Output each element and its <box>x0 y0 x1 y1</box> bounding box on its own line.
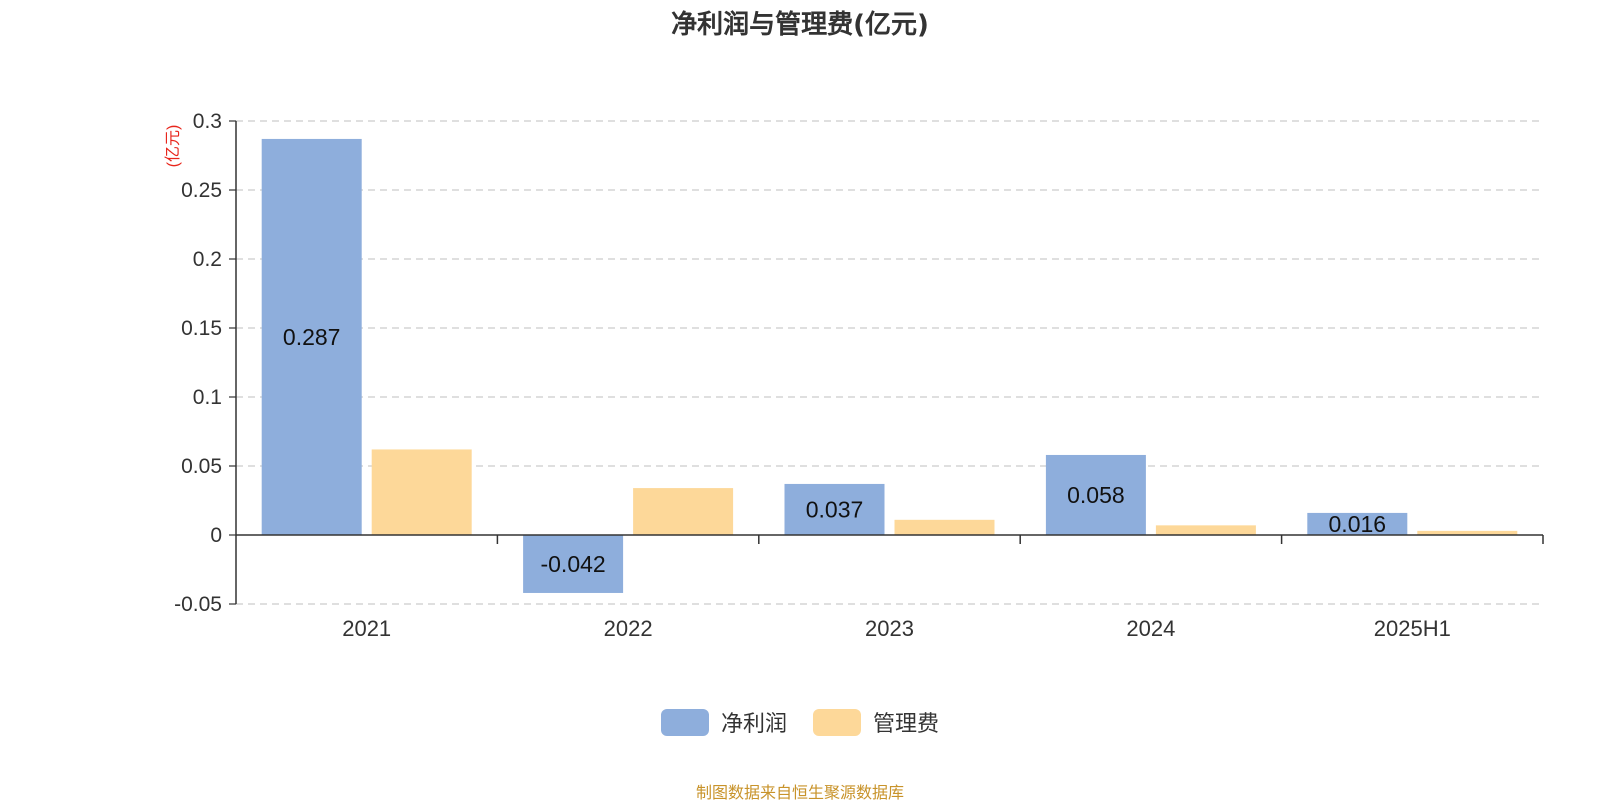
y-axis-label: (亿元) <box>164 125 182 168</box>
y-tick-label: 0.25 <box>181 179 222 202</box>
data-label: 0.016 <box>1329 511 1387 537</box>
y-tick-label: 0.05 <box>181 455 222 478</box>
bars <box>261 138 1518 593</box>
bar-net-profit <box>261 138 362 535</box>
data-label: -0.042 <box>540 551 605 577</box>
bar-net-profit <box>1045 454 1146 535</box>
bar-admin-expense <box>894 519 995 535</box>
legend-item-admin-expense[interactable]: 管理费 <box>813 706 939 738</box>
x-tick-label: 2025H1 <box>1374 616 1451 641</box>
x-tick-label: 2024 <box>1126 616 1175 641</box>
chart-title: 净利润与管理费(亿元) <box>671 10 929 40</box>
legend-swatch-net-profit <box>660 708 709 736</box>
legend-item-net-profit[interactable]: 净利润 <box>660 706 787 738</box>
bar-admin-expense <box>371 449 472 535</box>
y-tick-label: 0 <box>210 524 222 547</box>
legend: 净利润 管理费 <box>0 706 1600 738</box>
data-label: 0.037 <box>806 496 864 522</box>
y-tick-label: 0.1 <box>193 386 222 409</box>
x-tick-label: 2023 <box>865 616 914 641</box>
bar-net-profit <box>1307 512 1408 535</box>
data-label: 0.287 <box>283 324 341 350</box>
y-tick-label: 0.3 <box>193 110 222 133</box>
data-label: 0.058 <box>1067 482 1125 508</box>
legend-label-admin-expense: 管理费 <box>873 712 940 737</box>
bar-net-profit <box>523 535 624 593</box>
bar-chart: -0.05 0 0.05 0.1 0.15 0.2 0.25 0.3 2021 2022 2023… <box>164 110 1544 641</box>
bar-net-profit <box>784 483 885 535</box>
source-note: 制图数据来自恒生聚源数据库 <box>695 783 904 802</box>
bar-admin-expense <box>1417 530 1518 535</box>
y-tick-label: -0.05 <box>174 593 222 616</box>
labels: 2021 2022 2023 2024 2025H1 0.287 -0.042 0.037 0.… <box>283 324 1451 641</box>
legend-swatch-admin-expense <box>813 708 861 736</box>
bar-admin-expense <box>1155 525 1256 535</box>
y-tick-label: 0.15 <box>181 317 222 340</box>
y-tick-label: 0.2 <box>193 248 222 271</box>
x-tick-label: 2021 <box>342 616 391 641</box>
bar-admin-expense <box>633 488 734 535</box>
axes: -0.05 0 0.05 0.1 0.15 0.2 0.25 0.3 <box>174 110 1544 616</box>
legend-label-net-profit: 净利润 <box>720 712 787 737</box>
x-tick-label: 2022 <box>604 616 653 641</box>
